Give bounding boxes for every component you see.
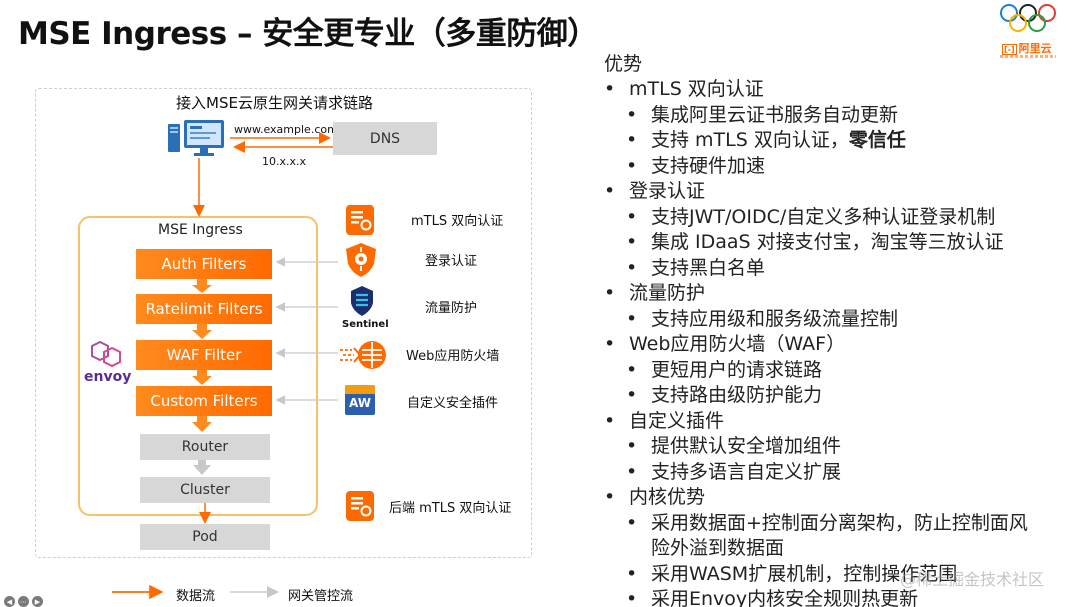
section-kernel: 内核优势: [604, 485, 1074, 511]
feature-plugin-label: 自定义安全插件: [407, 396, 499, 411]
list-item: 集成 IDaaS 对接支付宝，淘宝等三放认证: [604, 230, 1074, 256]
login-shield-icon: [346, 243, 376, 277]
waf-firewall-icon: [340, 341, 386, 369]
client-monitor-icon: [168, 120, 224, 156]
section-login: 登录认证: [604, 179, 1074, 205]
feature-backend-mtls-label: 后端 mTLS 双向认证: [389, 501, 512, 516]
ip-label: 10.x.x.x: [262, 155, 307, 168]
list-item: 支持应用级和服务级流量控制: [604, 307, 1074, 333]
legend-control-flow: 网关管控流: [288, 589, 354, 604]
list-item: 支持硬件加速: [604, 154, 1074, 180]
list-item: 支持黑白名单: [604, 256, 1074, 282]
custom-filters-box: Custom Filters: [136, 386, 272, 416]
certificate-icon: [346, 205, 374, 235]
dns-box: DNS: [333, 122, 437, 155]
router-box: Router: [140, 434, 270, 460]
feature-mtls-label: mTLS 双向认证: [411, 214, 504, 229]
section-mtls: mTLS 双向认证: [604, 77, 1074, 103]
list-item: 采用WASM扩展机制，控制操作范围: [604, 562, 1074, 588]
aw-plugin-band: [345, 385, 375, 394]
list-item: 支持 mTLS 双向认证，零信任: [604, 128, 1074, 154]
slide-title: MSE Ingress – 安全更专业（多重防御）: [18, 16, 598, 52]
aw-plugin-icon: AW: [345, 385, 375, 415]
section-traffic: 流量防护: [604, 281, 1074, 307]
zero-trust-emphasis: 零信任: [848, 129, 906, 151]
olympic-rings-icon: [1000, 4, 1056, 32]
pod-box: Pod: [140, 524, 270, 550]
watermark: @稀土掘金技术社区: [900, 570, 1045, 589]
feature-login-label: 登录认证: [425, 254, 478, 269]
sentinel-icon: [351, 286, 373, 316]
list-item: 支持多语言自定义扩展: [604, 460, 1074, 486]
section-plugin: 自定义插件: [604, 409, 1074, 435]
list-item: 采用数据面+控制面分离架构，防止控制面风险外溢到数据面: [604, 511, 1044, 562]
next-slide-icon[interactable]: ▶: [32, 596, 43, 607]
feature-traffic-label: 流量防护: [425, 301, 478, 316]
ratelimit-filters-box: Ratelimit Filters: [136, 294, 272, 324]
logo-tagline: [1000, 55, 1056, 58]
diagram-frame: [35, 88, 532, 558]
alibaba-cloud-logo: [-]阿里云: [996, 2, 1060, 64]
list-item: 集成阿里云证书服务自动更新: [604, 103, 1074, 129]
backend-certificate-icon: [346, 491, 374, 521]
advantages-heading: 优势: [604, 53, 643, 75]
list-item: 支持JWT/OIDC/自定义多种认证登录机制: [604, 205, 1074, 231]
section-waf: Web应用防火墙（WAF）: [604, 332, 1074, 358]
list-item: 提供默认安全增加组件: [604, 434, 1074, 460]
logo-text: [-]阿里云: [1002, 42, 1052, 55]
waf-filter-box: WAF Filter: [136, 340, 272, 370]
list-item: 更短用户的请求链路: [604, 358, 1074, 384]
prev-slide-icon[interactable]: ◀: [4, 596, 15, 607]
ingress-title: MSE Ingress: [158, 222, 243, 238]
diagram-title: 接入MSE云原生网关请求链路: [176, 94, 373, 112]
advantages-panel: 优势 mTLS 双向认证 集成阿里云证书服务自动更新 支持 mTLS 双向认证，…: [604, 52, 1074, 607]
list-item: 支持路由级防护能力: [604, 383, 1074, 409]
slide-controls: ◀ ⋯ ▶: [4, 596, 43, 607]
more-options-icon[interactable]: ⋯: [18, 596, 29, 607]
legend-data-flow: 数据流: [176, 589, 216, 604]
domain-label: www.example.com: [234, 123, 338, 136]
envoy-logo-icon: [91, 340, 121, 368]
sentinel-label: Sentinel: [342, 319, 389, 330]
mse-ingress-container: [78, 216, 318, 516]
auth-filters-box: Auth Filters: [136, 249, 272, 279]
envoy-label: envoy: [84, 369, 132, 385]
aw-plugin-text: AW: [349, 396, 371, 410]
feature-waf-label: Web应用防火墙: [406, 349, 500, 364]
list-item: 采用Envoy内核安全规则热更新: [604, 587, 1074, 607]
cluster-box: Cluster: [140, 477, 270, 503]
